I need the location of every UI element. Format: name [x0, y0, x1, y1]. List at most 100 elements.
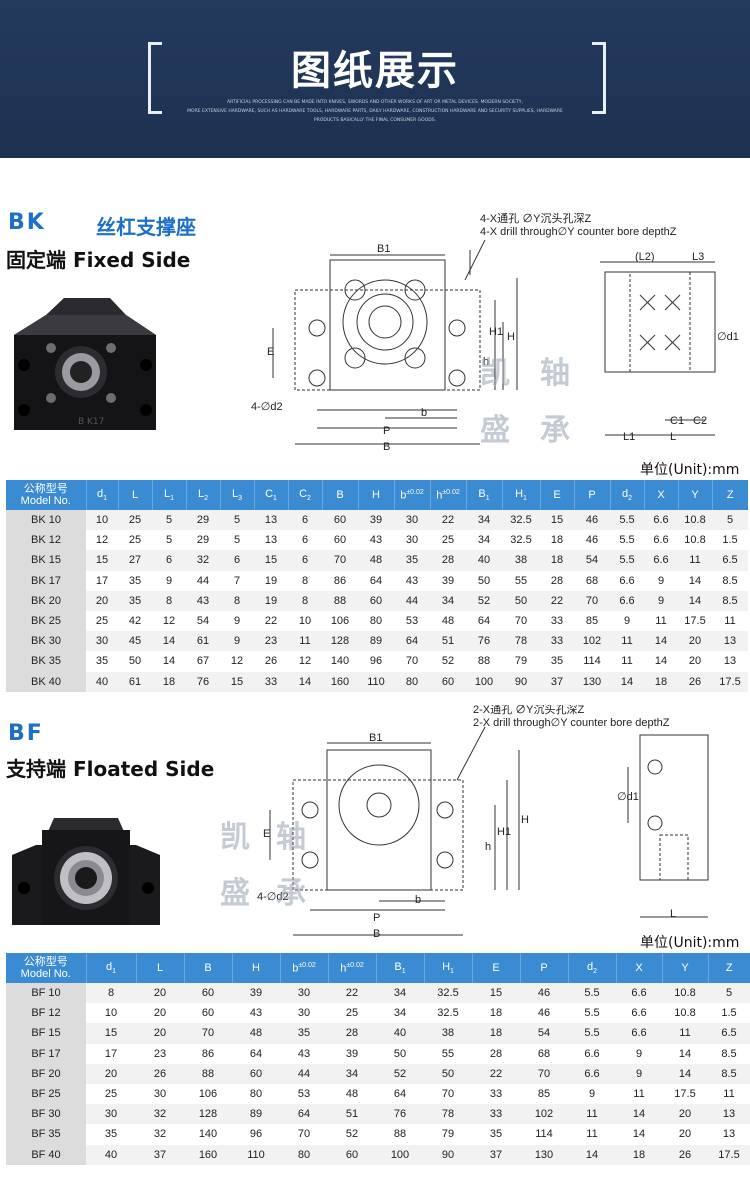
bf-table-cell: 114	[520, 1124, 568, 1145]
bf-dim-h-small: h	[485, 841, 491, 853]
bf-table-cell: 32.5	[424, 1003, 472, 1024]
bf-table-cell: 86	[184, 1043, 232, 1064]
bk-table-cell: 12	[220, 651, 254, 672]
bf-table-cell: 26	[136, 1063, 184, 1084]
bk-table-cell: 15	[86, 550, 118, 571]
bf-col-b: B	[184, 953, 233, 983]
bk-table-cell: 22	[430, 510, 466, 531]
bk-col-p: P	[574, 480, 611, 510]
bk-table-cell: 61	[118, 671, 152, 692]
bk-table-cell: 14	[288, 671, 322, 692]
bk-table-cell: 13	[712, 651, 748, 672]
bf-table-cell: 35	[86, 1124, 136, 1145]
bf-table-cell: 1.5	[708, 1003, 750, 1024]
bk-model-cell: BK 10	[6, 510, 86, 531]
bf-table-cell: 64	[376, 1083, 424, 1105]
bk-table-cell: 78	[502, 631, 540, 652]
bk-col-h: H	[358, 480, 395, 510]
bf-table-cell: 52	[328, 1124, 376, 1145]
bf-dim-h1: H1	[497, 826, 511, 838]
bf-table-cell: 17.5	[708, 1144, 750, 1165]
bf-table-cell: 5.5	[568, 1023, 616, 1044]
bk-table-cell: 10	[288, 610, 322, 632]
bf-table-cell: 15	[472, 983, 520, 1004]
bk-table-cell: 40	[86, 671, 118, 692]
bf-model-cell: BF 10	[6, 983, 86, 1004]
bk-table-cell: 25	[430, 530, 466, 551]
bk-table-cell: 50	[502, 590, 540, 611]
bk-table-cell: 86	[322, 570, 358, 591]
bf-col-b-tol: b±0.02	[280, 953, 329, 983]
bf-col-h: H	[232, 953, 281, 983]
bf-table-cell: 17.5	[662, 1083, 708, 1105]
bk-table-cell: 13	[254, 530, 288, 551]
bf-table-cell: 106	[184, 1083, 232, 1105]
bk-table-cell: 39	[358, 510, 394, 531]
bf-model-cell: BF 35	[6, 1124, 86, 1145]
bf-table-cell: 60	[232, 1063, 280, 1084]
bk-table-cell: 5	[220, 530, 254, 551]
bf-table-cell: 50	[424, 1063, 472, 1084]
bk-table-cell: 128	[322, 631, 358, 652]
bf-table-cell: 32	[136, 1124, 184, 1145]
bf-side-label: 支持端 Floated Side	[6, 757, 215, 781]
bf-table-cell: 13	[708, 1124, 750, 1145]
bf-dim-b: B	[373, 928, 380, 940]
bk-col-c1: C1	[254, 480, 289, 510]
bk-table-cell: 89	[358, 631, 394, 652]
bk-table-cell: 20	[678, 631, 712, 652]
bf-watermark-3: 盛	[220, 876, 250, 911]
bk-table-cell: 8	[220, 590, 254, 611]
bf-table-cell: 48	[328, 1083, 376, 1105]
bk-table-cell: 54	[186, 610, 220, 632]
bk-table-cell: 39	[430, 570, 466, 591]
bf-dim-d1: ∅d1	[617, 791, 639, 803]
bk-dim-p: P	[383, 425, 390, 437]
bk-table-cell: 15	[220, 671, 254, 692]
bf-table-cell: 11	[708, 1083, 750, 1105]
bk-table-cell: 18	[644, 671, 678, 692]
bf-table-cell: 9	[616, 1063, 662, 1084]
bk-table-cell: 52	[466, 590, 502, 611]
bk-table-cell: 11	[610, 631, 644, 652]
bk-table-cell: 8.5	[712, 570, 748, 591]
bf-table-cell: 33	[472, 1104, 520, 1125]
bf-table-cell: 52	[376, 1063, 424, 1084]
bf-table-cell: 35	[280, 1023, 328, 1044]
bf-table-cell: 6.6	[616, 983, 662, 1004]
bf-table-cell: 9	[616, 1043, 662, 1064]
bf-table-cell: 76	[376, 1104, 424, 1125]
bk-dim-l: L	[670, 431, 676, 443]
bk-table-cell: 6.6	[610, 590, 644, 611]
bk-col-l: L	[118, 480, 153, 510]
bk-table-cell: 23	[254, 631, 288, 652]
bk-table-cell: 46	[574, 510, 610, 531]
bf-table-cell: 20	[136, 1023, 184, 1044]
bk-table-cell: 160	[322, 671, 358, 692]
bf-table-cell: 60	[184, 983, 232, 1004]
bk-table-cell: 48	[358, 550, 394, 571]
bk-table-cell: 43	[186, 590, 220, 611]
bf-table-cell: 48	[232, 1023, 280, 1044]
bf-table-cell: 14	[662, 1063, 708, 1084]
bk-table-cell: 14	[644, 631, 678, 652]
bk-table-cell: 6	[288, 510, 322, 531]
bf-table-cell: 14	[662, 1043, 708, 1064]
bk-table-cell: 7	[220, 570, 254, 591]
bk-dim-h-small: h	[483, 356, 489, 368]
bk-table-cell: 35	[86, 651, 118, 672]
bk-table-cell: 80	[394, 671, 430, 692]
bf-table-cell: 110	[232, 1144, 280, 1165]
bk-table-cell: 32.5	[502, 530, 540, 551]
bk-dim-c2: C2	[693, 415, 707, 427]
bk-table-cell: 52	[430, 651, 466, 672]
bk-dim-l2: (L2)	[635, 251, 655, 263]
bk-table-cell: 6	[220, 550, 254, 571]
bk-table-cell: 9	[610, 610, 644, 632]
bf-table-cell: 20	[136, 983, 184, 1004]
banner-bracket-right	[592, 42, 606, 114]
